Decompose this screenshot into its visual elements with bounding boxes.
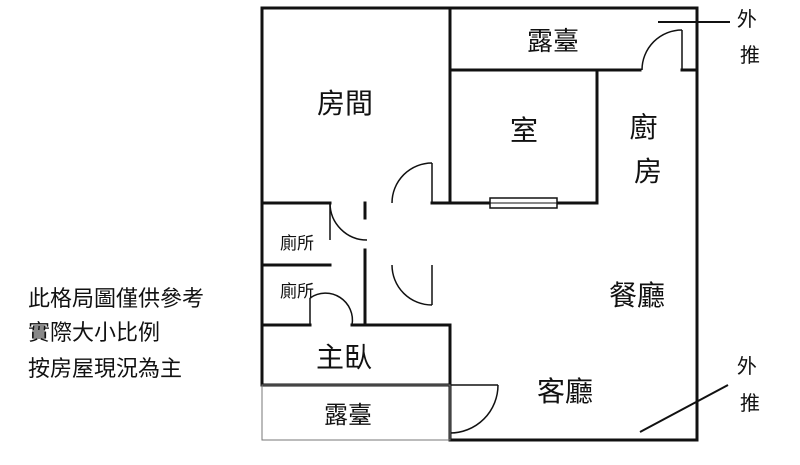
room-label-bedroom: 房間 xyxy=(317,87,373,120)
door-note-bottom-line2: 推 xyxy=(740,391,760,415)
room-label-room: 室 xyxy=(510,114,538,147)
room-label-living: 客廳 xyxy=(537,375,593,408)
door-note-top-line1: 外 xyxy=(737,7,757,31)
room-label-kitchen: 廚 房 xyxy=(630,111,667,188)
balcony-bottom-outline xyxy=(261,384,451,441)
door-note-bottom-line1: 外 xyxy=(737,354,757,378)
room-label-balcony-top: 露臺 xyxy=(527,27,579,57)
room-label-master: 主臥 xyxy=(316,341,372,374)
room-label-bath-upper: 廁所 xyxy=(280,233,314,254)
disclaimer-line-1: 此格局圖僅供參考 xyxy=(28,287,204,312)
room-label-bath-lower: 廁所 xyxy=(280,281,314,302)
room-label-balcony-bottom: 露臺 xyxy=(324,401,372,429)
disclaimer-line-2: 實際大小比例 xyxy=(28,321,160,346)
push-indicators xyxy=(639,21,730,433)
door-note-bottom: 外 推 xyxy=(737,354,763,415)
window xyxy=(489,197,558,209)
disclaimer-line-3: 按房屋現況為主 xyxy=(28,357,182,382)
room-label-kitchen-line2: 房 xyxy=(634,155,662,188)
door-note-top: 外 推 xyxy=(737,7,763,67)
room-label-dining: 餐廳 xyxy=(609,279,665,312)
disclaimer: 此格局圖僅供參考 實際大小比例 按房屋現況為主 xyxy=(28,287,204,382)
walls xyxy=(260,6,699,442)
door-note-top-line2: 推 xyxy=(740,43,760,67)
room-label-kitchen-line1: 廚 xyxy=(630,111,658,144)
